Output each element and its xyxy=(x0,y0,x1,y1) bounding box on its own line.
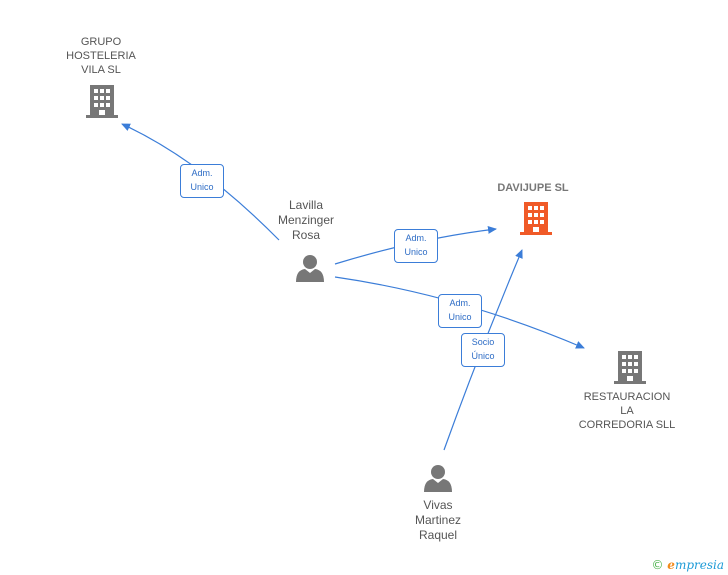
copyright-symbol: © xyxy=(651,558,664,572)
building-icon[interactable] xyxy=(614,350,646,386)
building-icon[interactable] xyxy=(86,84,118,120)
person-label-vivas[interactable]: Vivas Martinez Raquel xyxy=(414,498,461,542)
edge-label-lavilla-restauracion[interactable]: Adm. Unico xyxy=(438,294,482,328)
edge-label-lavilla-grupo[interactable]: Adm. Unico xyxy=(180,164,224,198)
company-label-restauracion[interactable]: RESTAURACION LA CORREDORIA SLL xyxy=(578,391,676,431)
company-label-davijupe[interactable]: DAVIJUPE SL xyxy=(497,182,569,194)
person-label-lavilla[interactable]: Lavilla Menzinger Rosa xyxy=(277,198,335,242)
company-label-grupo-hosteleria[interactable]: GRUPO HOSTELERIA VILA SL xyxy=(66,36,136,76)
person-icon[interactable] xyxy=(423,464,453,492)
person-icon[interactable] xyxy=(295,254,325,282)
building-icon[interactable] xyxy=(520,201,552,237)
edge-label-vivas-davijupe[interactable]: Socio Único xyxy=(461,333,505,367)
brand-logo: © empresia xyxy=(651,558,724,572)
brand-initial: e xyxy=(667,558,675,572)
edge-label-lavilla-davijupe[interactable]: Adm. Unico xyxy=(394,229,438,263)
brand-name: mpresia xyxy=(674,558,724,572)
